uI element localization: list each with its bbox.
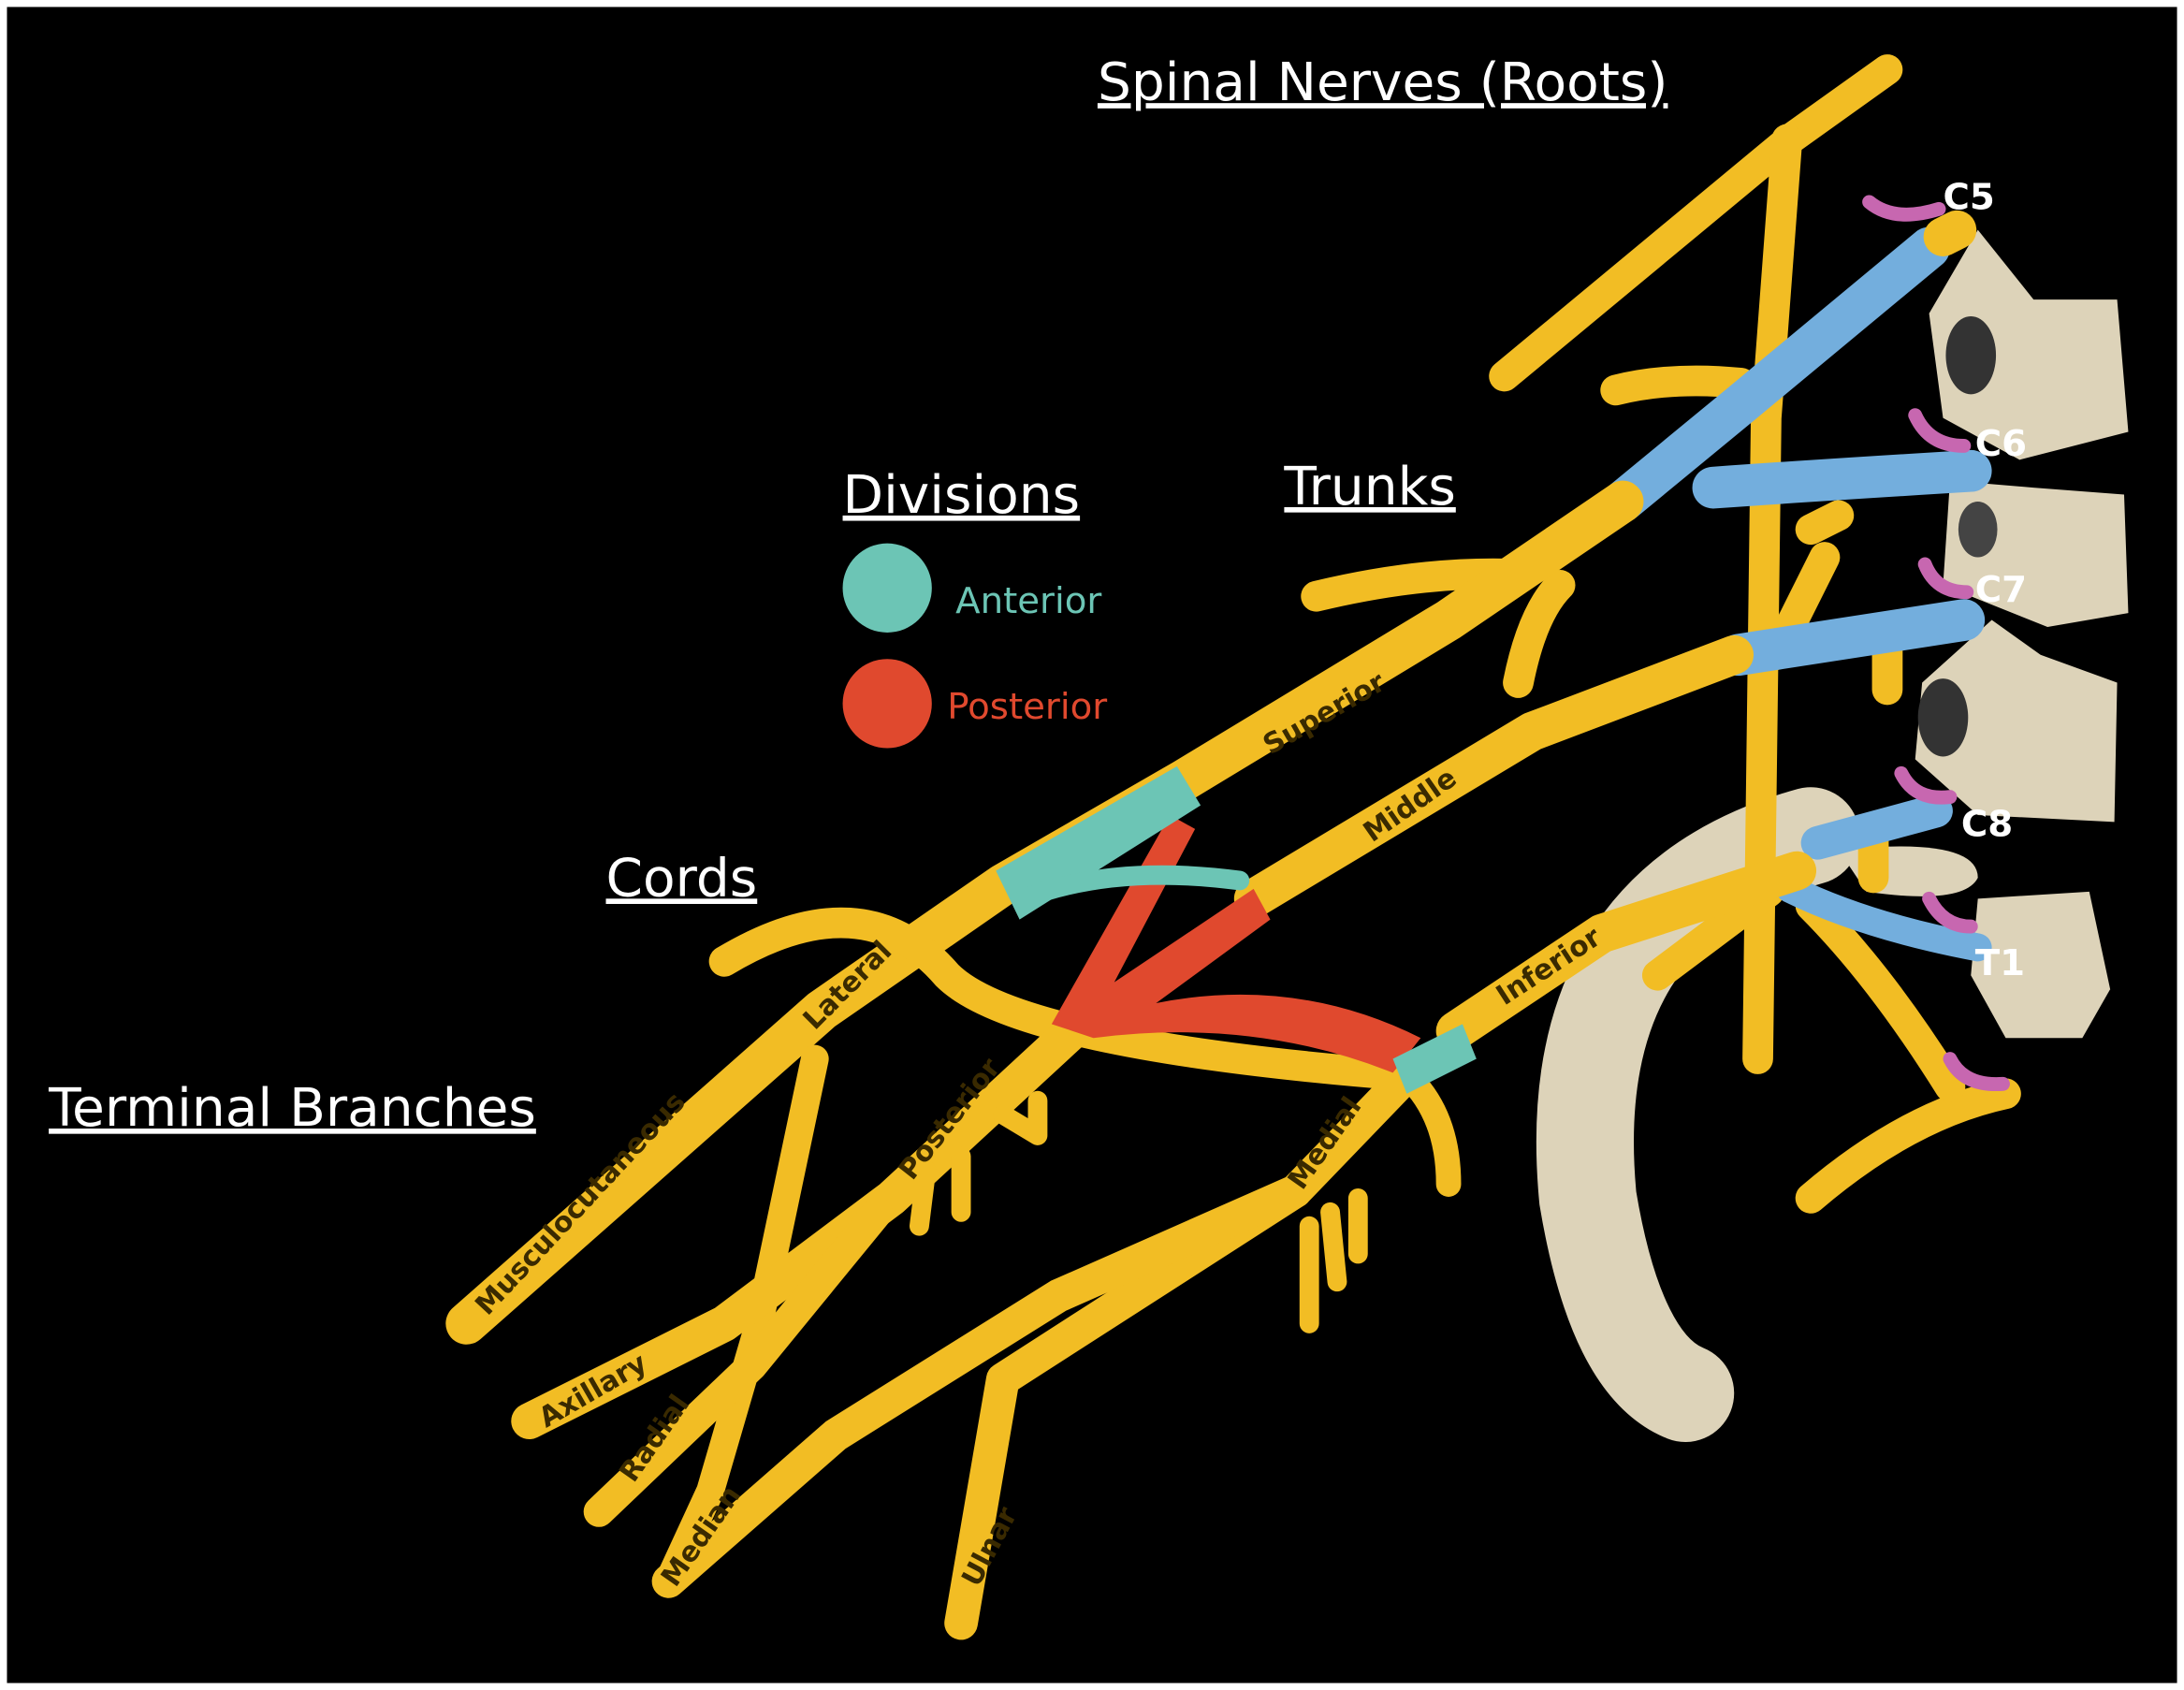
trunks-title: Trunks [1283, 456, 1455, 517]
vertebrae [1838, 229, 2129, 1039]
root-label: C8 [1961, 803, 2013, 845]
posterior-swatch [842, 659, 932, 749]
root-label: C7 [1975, 569, 2027, 611]
accessory-nerves [1301, 54, 2021, 1214]
roots-title: Spinal Nerves (Roots) [1098, 51, 1668, 113]
anterior-swatch [842, 543, 932, 633]
root-label: C5 [1943, 176, 1994, 218]
terminal-branches-title: Terminal Branches [48, 1077, 536, 1139]
roots [1601, 226, 1992, 962]
anterior-divisions [996, 765, 1477, 1094]
divisions-title: Divisions [843, 464, 1081, 526]
root-label: T1 [1975, 942, 2025, 984]
legend: Anterior Posterior [842, 543, 1107, 749]
legend-posterior: Posterior [947, 686, 1107, 728]
vessels [1862, 195, 2010, 1092]
legend-anterior: Anterior [955, 580, 1101, 622]
cords-title: Cords [606, 847, 758, 909]
root-label: C6 [1975, 423, 2027, 465]
